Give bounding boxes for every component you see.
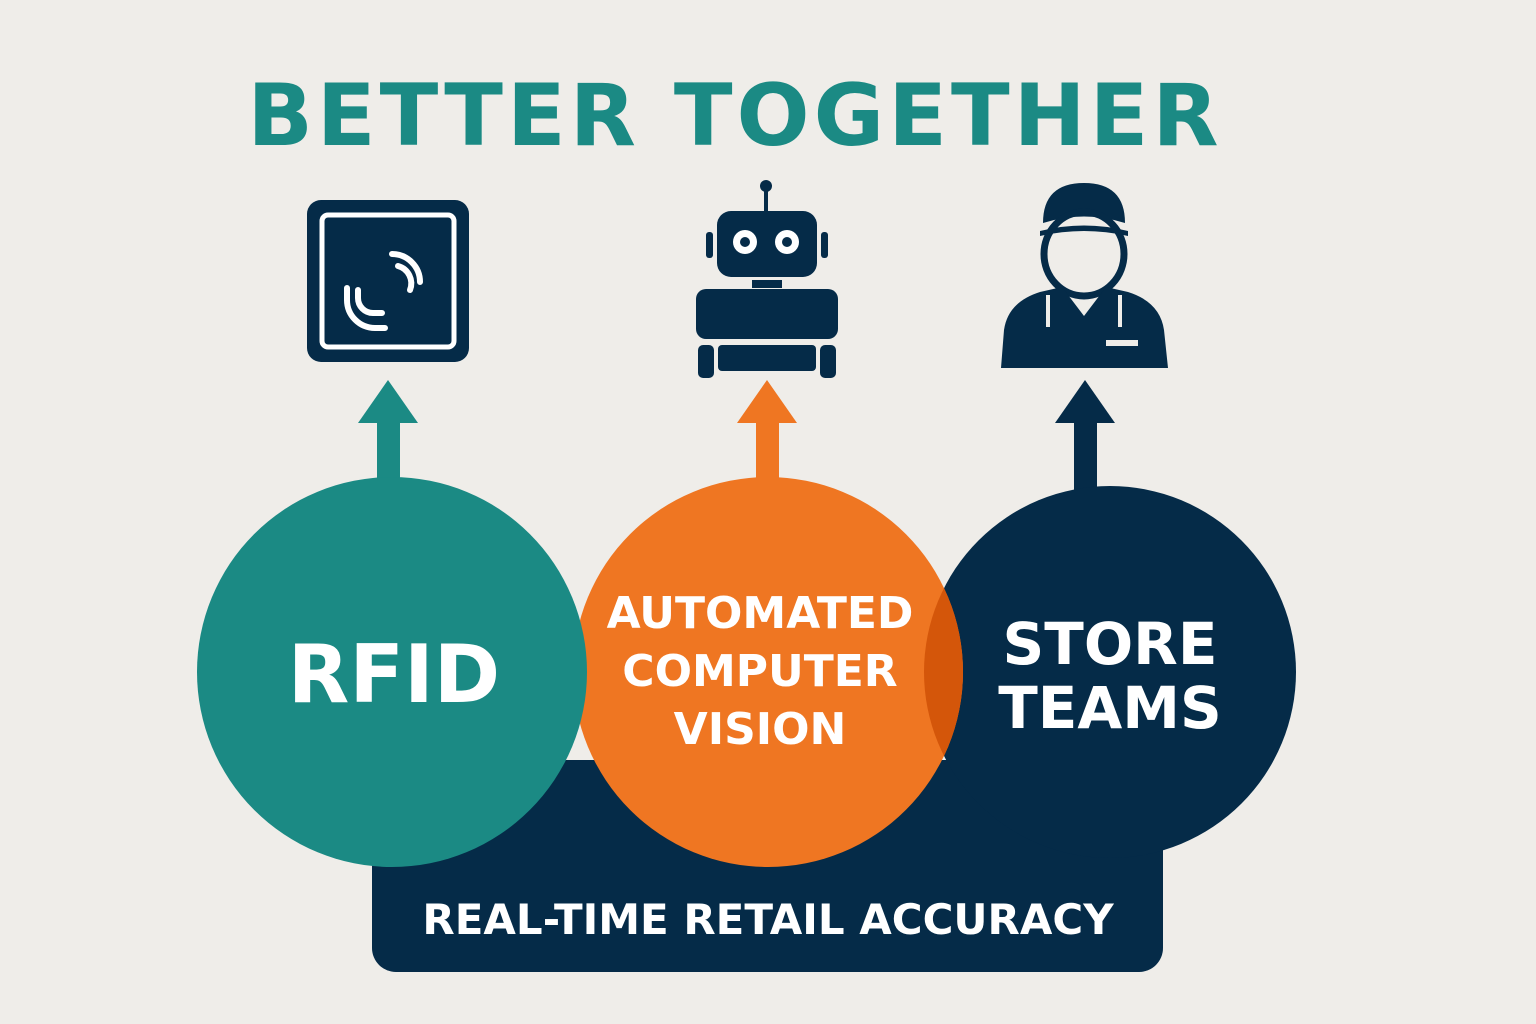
circle-computer-vision	[573, 477, 963, 867]
teams-label-line2: TEAMS	[998, 674, 1222, 742]
rfid-tag-icon	[307, 200, 469, 362]
vision-label-line1: AUTOMATED	[607, 588, 914, 639]
teams-label-line1: STORE	[1003, 610, 1218, 678]
rfid-label: RFID	[288, 628, 500, 721]
banner-label: REAL-TIME RETAIL ACCURACY	[422, 895, 1114, 944]
circle-store-teams	[924, 486, 1296, 858]
vision-label-line2: COMPUTER	[622, 646, 897, 697]
vision-label-line3: VISION	[674, 704, 847, 755]
store-worker-icon	[1001, 183, 1168, 368]
arrow-rfid	[358, 380, 418, 490]
arrow-teams	[1055, 380, 1115, 490]
circle-rfid	[197, 477, 587, 867]
page-title: BETTER TOGETHER	[247, 66, 1222, 166]
arrow-vision	[737, 380, 797, 490]
robot-icon	[696, 180, 838, 378]
